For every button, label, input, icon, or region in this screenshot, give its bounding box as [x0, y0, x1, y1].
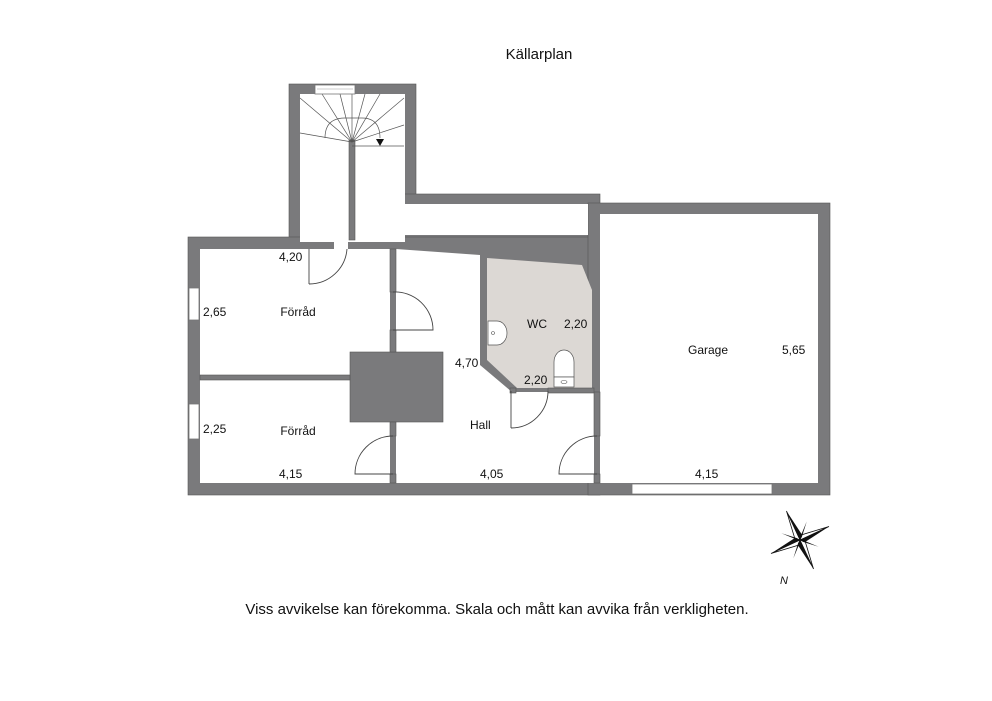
dim-garage-depth: 5,65 [782, 343, 806, 357]
internal-wall [547, 387, 595, 394]
dim-forrad-upper-depth: 2,65 [203, 305, 227, 319]
internal-wall [199, 374, 351, 381]
room-label-hall: Hall [470, 418, 491, 432]
internal-wall [509, 387, 517, 394]
toilet-icon [553, 349, 575, 388]
staircase-icon [299, 93, 405, 241]
plan-title: Källarplan [506, 46, 573, 63]
internal-wall [389, 473, 397, 484]
room-label-garage: Garage [688, 343, 728, 357]
internal-wall [389, 421, 397, 437]
disclaimer-text: Viss avvikelse kan förekomma. Skala och … [245, 601, 748, 618]
room-label-forrad-upper: Förråd [280, 305, 315, 319]
compass-north-label: N [780, 575, 788, 587]
window-icon [314, 84, 356, 95]
sink-icon [487, 320, 508, 346]
window-icon [188, 287, 200, 321]
compass-rose-icon [770, 510, 830, 570]
dim-hall-width: 4,05 [480, 467, 504, 481]
dim-wc-width: 2,20 [524, 373, 548, 387]
room-label-wc: WC [527, 317, 547, 331]
chimney-block [349, 351, 444, 423]
dim-forrad-upper-width: 4,20 [279, 250, 303, 264]
window-icon [188, 403, 200, 440]
dim-wc-depth: 2,20 [564, 317, 588, 331]
garage-door [631, 483, 773, 495]
dim-hall-depth: 4,70 [455, 356, 479, 370]
floors [200, 94, 818, 483]
internal-wall [389, 329, 397, 353]
dim-forrad-lower-depth: 2,25 [203, 422, 227, 436]
dim-forrad-lower-width: 4,15 [279, 467, 303, 481]
internal-wall [593, 473, 601, 484]
dim-garage-width: 4,15 [695, 467, 719, 481]
door-icon [308, 240, 598, 475]
internal-wall [389, 248, 397, 293]
internal-wall [593, 391, 601, 437]
room-label-forrad-lower: Förråd [280, 424, 315, 438]
